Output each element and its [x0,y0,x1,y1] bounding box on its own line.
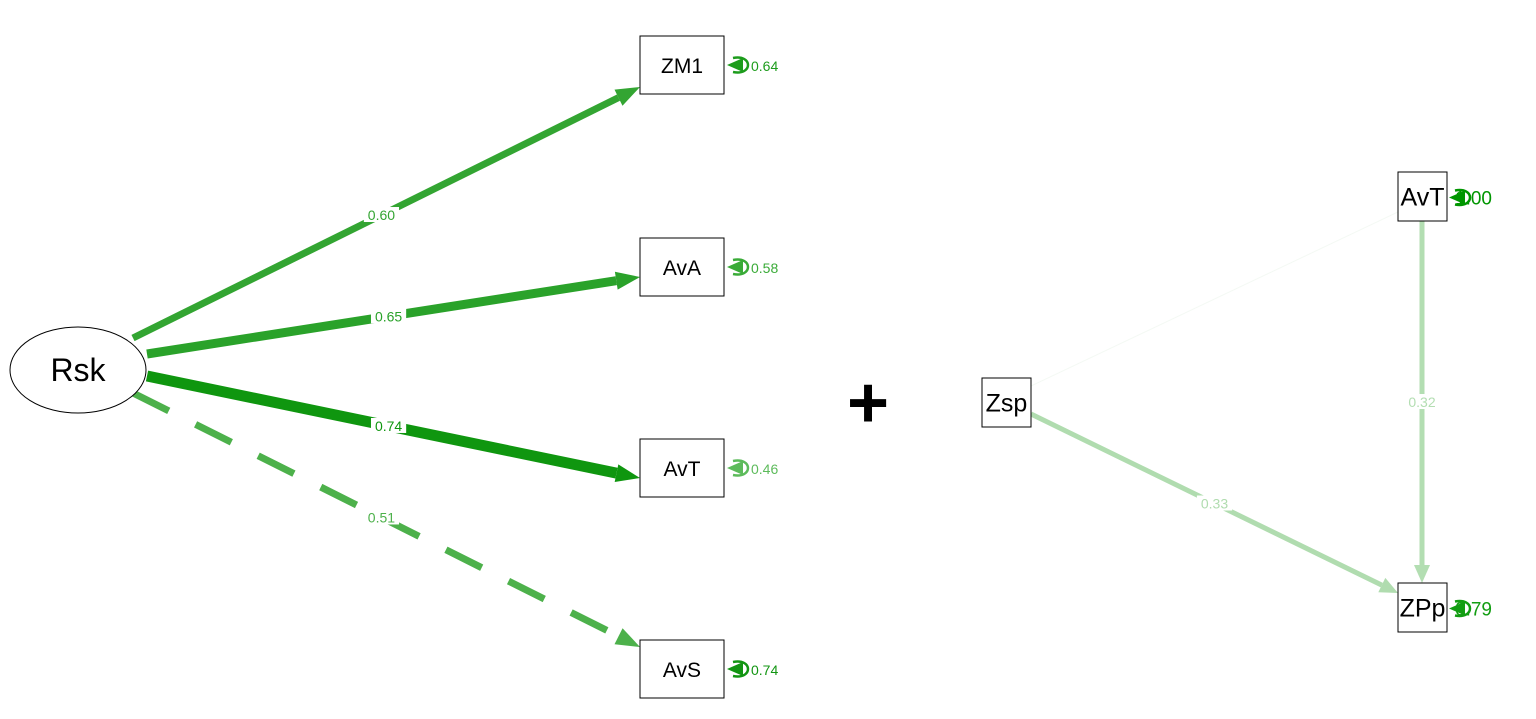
svg-text:0.33: 0.33 [1201,496,1228,512]
indicator-node-avs: AvS [639,639,725,699]
svg-text:ZPp: ZPp [1400,595,1446,623]
svg-text:0.60: 0.60 [368,207,395,223]
residual-loop-avt [727,459,750,477]
indicator-node-zm1: ZM1 [639,35,725,95]
observed-node-zsp: Zsp [981,377,1032,428]
loading-arrowhead-zm1 [614,87,640,106]
residual-loop-zm1 [727,56,750,74]
residual-loop-avt-arrowhead [1449,190,1465,205]
loading-label-ava: 0.65 [370,308,407,324]
path-zsp-to-zpp-arrowhead [1378,577,1398,593]
observed-node-avt: AvT [1397,171,1448,222]
path-zsp-to-avt [1030,211,1399,387]
svg-text:0.74: 0.74 [375,418,402,434]
residual-label-zm1: 0.64 [751,58,778,74]
path-zsp-to-zpp-label: 0.33 [1196,495,1233,512]
svg-text:AvA: AvA [663,257,701,280]
residual-loop-zpp-arrowhead [1449,601,1465,616]
residual-loop-avs [727,660,750,678]
residual-loop-zm1-arrowhead [727,58,743,72]
residual-loop-zpp [1449,599,1472,618]
loading-arrowhead-avs [614,628,640,647]
svg-text:AvT: AvT [1401,184,1445,212]
svg-text:AvS: AvS [663,659,701,682]
plus-sign: + [847,363,889,443]
residual-label-avs: 0.74 [751,662,778,678]
loading-label-zm1: 0.60 [363,207,400,223]
svg-text:Rsk: Rsk [50,352,106,388]
loading-arrowhead-ava [614,271,640,290]
residual-label-avt: 1.00 [1455,189,1492,210]
indicator-node-ava: AvA [639,237,725,297]
residual-loop-avt [1449,188,1472,207]
loading-label-avt: 0.74 [370,417,407,434]
residual-label-ava: 0.58 [751,260,778,276]
svg-text:AvT: AvT [664,458,701,481]
residual-loop-avt-arrowhead [727,461,743,475]
loading-arrowhead-avt [614,464,640,482]
indicator-node-avt: AvT [639,438,725,498]
svg-text:0.65: 0.65 [375,308,402,324]
residual-label-zpp: 0.79 [1455,600,1492,621]
loading-path-avs [131,389,621,640]
path-avt-to-zpp-arrowhead [1414,565,1430,583]
path-avt-to-zpp-label: 0.32 [1404,394,1440,410]
loading-label-avs: 0.51 [363,509,400,525]
latent-node-rsk: Rsk [9,326,147,414]
residual-label-avt: 0.46 [751,461,778,477]
svg-text:ZM1: ZM1 [661,55,703,78]
residual-loop-avs-arrowhead [727,662,743,676]
observed-node-zpp: ZPp [1397,582,1448,633]
residual-loop-ava [727,258,750,276]
svg-text:Zsp: Zsp [986,390,1028,418]
svg-text:0.32: 0.32 [1408,394,1435,410]
svg-text:0.51: 0.51 [368,509,395,525]
residual-loop-ava-arrowhead [727,260,743,274]
